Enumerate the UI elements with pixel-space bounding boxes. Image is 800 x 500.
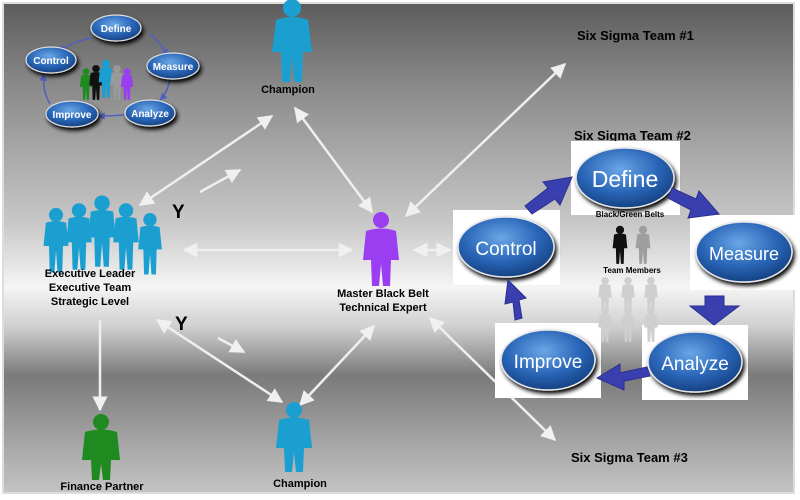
finance-partner: Finance Partner [60, 414, 144, 493]
arrow-control-to-define-icon [524, 176, 573, 215]
cycle-arrows [504, 176, 741, 391]
connector-arrows [92, 62, 567, 442]
connector-mbb-team3 [428, 316, 557, 442]
executive-label-line2: Executive Team [49, 282, 132, 294]
team2-label: Six Sigma Team #2 [574, 128, 691, 143]
small-measure-ellipse [146, 52, 200, 80]
y-mark-top: Y [172, 202, 185, 223]
champion-bottom-figure-icon [276, 402, 312, 472]
control-ellipse [457, 216, 555, 278]
connector-mbb-team1 [404, 62, 567, 218]
master-black-belt-figure-icon [363, 212, 399, 286]
small-analyze-label: Analyze [131, 109, 169, 120]
small-improve-ellipse [45, 100, 99, 128]
connector-champion-mbb [293, 106, 374, 214]
small-control-label: Control [33, 56, 69, 67]
background-panel [3, 3, 794, 493]
executive-label-line1: Executive Leader [45, 268, 136, 280]
team3-label: Six Sigma Team #3 [571, 450, 688, 465]
champion-bottom-label: Champion [273, 478, 327, 490]
analyze-label: Analyze [661, 354, 729, 375]
control-label: Control [475, 239, 536, 260]
define-ellipse [575, 147, 675, 209]
champion-top-figure-icon [272, 0, 312, 82]
small-define-ellipse [90, 14, 142, 42]
measure-ellipse [695, 221, 793, 283]
improve-label: Improve [514, 352, 583, 373]
connector-exec-champion-bottom [155, 318, 284, 404]
champion-top-label: Champion [261, 84, 315, 96]
small-define-label: Define [101, 24, 132, 35]
measure-label: Measure [709, 244, 779, 264]
arrow-analyze-to-improve-icon [595, 363, 651, 391]
connector-champion-bottom-mbb [298, 324, 376, 407]
finance-partner-figure-icon [82, 414, 120, 480]
champion-bottom: Champion [273, 402, 327, 490]
small-dmaic-cycle: Define Measure Analyze Improve Control [25, 14, 200, 128]
team-members-label: Team Members [603, 266, 661, 275]
master-black-belt: Master Black Belt Technical Expert [337, 212, 429, 314]
improve-ellipse [500, 329, 596, 391]
small-measure-label: Measure [153, 62, 194, 73]
belts-label: Black/Green Belts [596, 210, 665, 219]
y-arrow-bottom [217, 336, 246, 354]
define-label: Define [592, 166, 658, 192]
analyze-ellipse [647, 331, 743, 393]
mbb-label-line1: Master Black Belt [337, 288, 429, 300]
executive-label-line3: Strategic Level [51, 296, 129, 308]
small-improve-label: Improve [53, 110, 92, 121]
finance-partner-label: Finance Partner [60, 481, 144, 493]
y-arrow-top [199, 168, 242, 194]
champion-top: Champion [261, 0, 315, 96]
mbb-label-line2: Technical Expert [339, 302, 427, 314]
arrow-improve-to-control-icon [504, 278, 527, 321]
arrow-measure-to-analyze-icon [688, 295, 741, 326]
executive-team: Executive Leader Executive Team Strategi… [43, 195, 162, 308]
small-control-ellipse [25, 46, 77, 74]
team1-label: Six Sigma Team #1 [577, 28, 694, 43]
connector-exec-champion [138, 114, 274, 207]
small-analyze-ellipse [124, 99, 176, 127]
large-dmaic-cycle: Define Control Measure Improve Analyze B… [453, 141, 798, 400]
y-mark-bottom: Y [175, 314, 188, 335]
arrow-define-to-measure-icon [667, 187, 720, 219]
